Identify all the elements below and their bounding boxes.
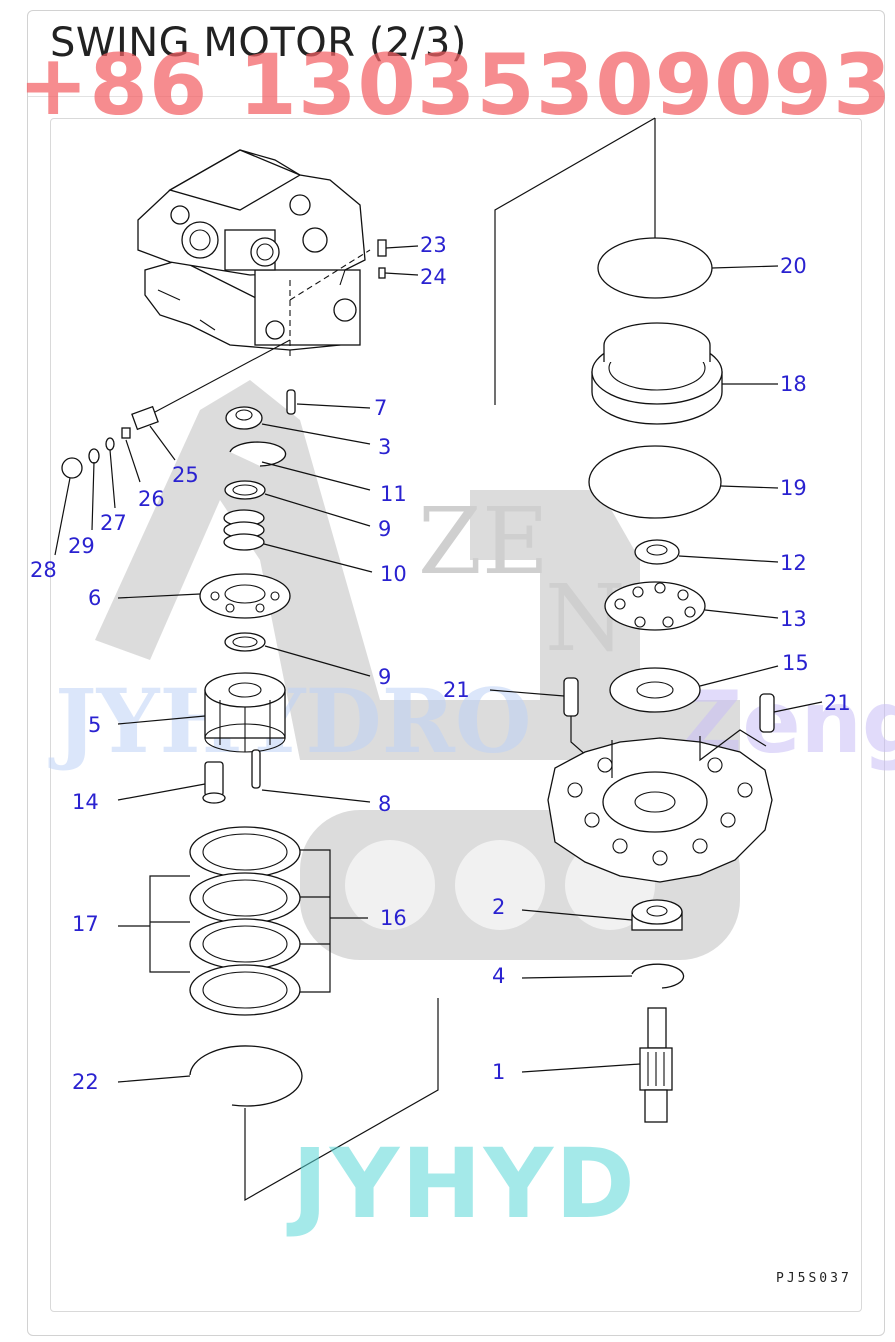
callout-9-lower: 9 [378, 665, 391, 689]
phone-watermark: +86 13035309093 [18, 36, 893, 134]
callout-22: 22 [72, 1070, 99, 1094]
callout-15: 15 [782, 651, 809, 675]
snap-ring-11-drawing [229, 441, 371, 491]
watermark-jyhydro: JYHYDRO [48, 669, 532, 773]
watermark-ze: ZE [418, 488, 549, 595]
callout-6: 6 [88, 586, 101, 610]
callout-13: 13 [780, 607, 807, 631]
separator-plates-17-drawing [118, 875, 190, 973]
callout-1: 1 [492, 1060, 505, 1084]
bearing-2-drawing [521, 899, 683, 931]
callout-5: 5 [88, 713, 101, 737]
piston-14-drawing [117, 761, 226, 804]
drawing-code: PJ5S037 [776, 1271, 852, 1286]
callout-14: 14 [72, 790, 99, 814]
plug-23-drawing [377, 239, 419, 257]
callout-26: 26 [138, 487, 165, 511]
bearing-3-drawing [225, 406, 371, 445]
ring-22-drawing [117, 1045, 303, 1107]
motor-housing-drawing [137, 149, 371, 360]
callout-18: 18 [780, 372, 807, 396]
callout-8: 8 [378, 792, 391, 816]
callout-16: 16 [380, 906, 407, 930]
callout-19: 19 [780, 476, 807, 500]
o-ring-19-drawing [588, 445, 779, 519]
callout-21-left: 21 [443, 678, 470, 702]
header-divider [28, 96, 884, 97]
connector-lines [244, 117, 656, 1202]
callout-10: 10 [380, 562, 407, 586]
diagram-frame [50, 118, 862, 1312]
callout-7: 7 [374, 396, 387, 420]
flange-plate-drawing [547, 729, 773, 883]
callout-27: 27 [100, 511, 127, 535]
callout-21-right: 21 [824, 691, 851, 715]
spring-21-right-drawing [759, 693, 823, 733]
shoe-plate-15-drawing [609, 665, 779, 713]
callout-3: 3 [378, 435, 391, 459]
pin-7-drawing [286, 389, 371, 415]
housing-18-drawing [591, 322, 778, 425]
callout-25: 25 [172, 463, 199, 487]
callout-2: 2 [492, 895, 505, 919]
callout-23: 23 [420, 233, 447, 257]
callout-24: 24 [420, 265, 447, 289]
callout-29: 29 [68, 534, 95, 558]
callout-20: 20 [780, 254, 807, 278]
snap-ring-4-drawing [521, 963, 685, 989]
callout-28: 28 [30, 558, 57, 582]
retainer-plate-13-drawing [604, 581, 779, 631]
callout-17: 17 [72, 912, 99, 936]
friction-plates-16-drawing [189, 826, 368, 1016]
callout-12: 12 [780, 551, 807, 575]
callout-11: 11 [380, 482, 407, 506]
jyhyd-watermark: JYHYD [292, 1128, 637, 1240]
callout-4: 4 [492, 964, 505, 988]
pin-24-drawing [378, 267, 419, 279]
relief-valve-parts-drawing [54, 339, 291, 556]
shaft-1-drawing [521, 1007, 673, 1123]
cylinder-block-5-drawing [117, 672, 286, 753]
washer-9-upper-drawing [224, 480, 371, 527]
spring-10-drawing [223, 509, 373, 573]
valve-plate-6-drawing [117, 573, 291, 619]
page-title: SWING MOTOR (2/3) [50, 20, 467, 66]
collar-12-drawing [634, 539, 779, 565]
pin-8-drawing [251, 749, 371, 803]
o-ring-20-drawing [597, 237, 779, 299]
washer-9-lower-drawing [224, 632, 371, 677]
callout-9-upper: 9 [378, 517, 391, 541]
